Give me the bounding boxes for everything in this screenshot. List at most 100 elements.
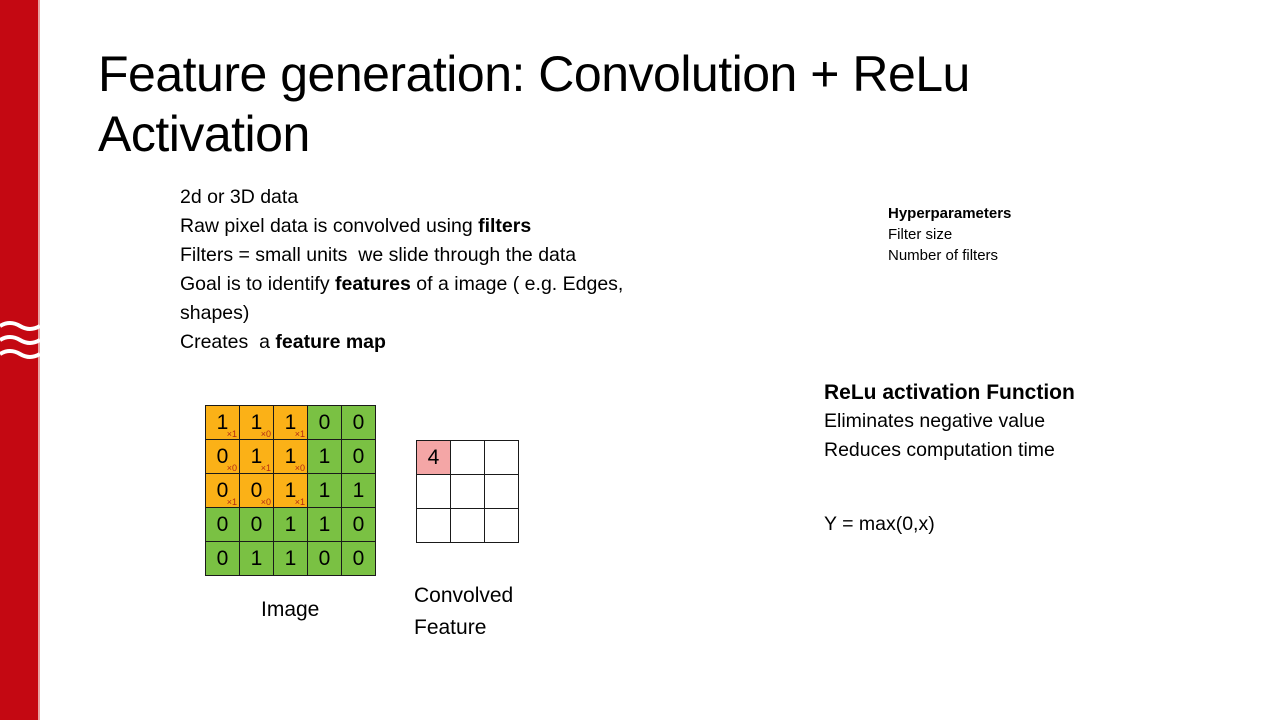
- cell-value: 1: [318, 512, 331, 536]
- hyperparameter-item: Filter size: [888, 226, 953, 243]
- image-cell: 0: [341, 507, 376, 542]
- convolved-cell: [484, 508, 519, 543]
- convolved-cell: [416, 508, 451, 543]
- image-cell: 1: [307, 439, 342, 474]
- hyperparameters-heading: Hyperparameters: [888, 205, 1012, 222]
- image-cell: 0×0: [205, 439, 240, 474]
- sidebar-edge: [38, 0, 40, 720]
- relu-box: ReLu activation Function Eliminates nega…: [824, 378, 1075, 539]
- convolved-label-line-1: Convolved: [414, 584, 514, 607]
- kernel-weight: ×0: [260, 429, 271, 439]
- kernel-weight: ×0: [294, 463, 305, 473]
- title-line-2: Activation: [98, 106, 310, 162]
- cell-value: 0: [352, 546, 365, 570]
- hyperparameter-item: Number of filters: [888, 247, 999, 264]
- cell-value: 1: [284, 546, 297, 570]
- image-cell: 0: [239, 507, 274, 542]
- convolved-feature-label: Convolved Feature: [414, 580, 513, 644]
- image-label: Image: [261, 598, 320, 621]
- image-cell: 1×0: [273, 439, 308, 474]
- cell-value: 0: [318, 546, 331, 570]
- convolved-cell: [484, 474, 519, 509]
- kernel-weight: ×0: [226, 463, 237, 473]
- slide-title: Feature generation: Convolution + ReLu A…: [98, 44, 1198, 164]
- relu-heading: ReLu activation Function: [824, 381, 1075, 404]
- bullet-item: 2d or 3D data: [180, 183, 700, 212]
- bullet-text: of a image ( e.g. Edges,: [410, 273, 624, 295]
- cell-value: 1: [250, 444, 263, 468]
- cell-value: 1: [250, 410, 263, 434]
- image-cell: 0: [307, 405, 342, 440]
- image-cell: 1: [239, 541, 274, 576]
- bullet-item: Goal is to identify features of a image …: [180, 270, 700, 299]
- convolved-cell: [484, 440, 519, 475]
- cell-value: 0: [352, 444, 365, 468]
- bullet-text: shapes): [180, 302, 250, 324]
- cell-value: 1: [284, 512, 297, 536]
- cell-value: 0: [250, 512, 263, 536]
- cell-value: 0: [250, 478, 263, 502]
- bullet-item: Filters = small units we slide through t…: [180, 241, 700, 270]
- bullet-text: Filters = small units we slide through t…: [180, 244, 577, 266]
- cell-value: 1: [284, 444, 297, 468]
- bullet-item: Raw pixel data is convolved using filter…: [180, 212, 700, 241]
- cell-value: 0: [216, 478, 229, 502]
- image-cell: 1×1: [239, 439, 274, 474]
- kernel-weight: ×1: [260, 463, 271, 473]
- image-cell: 0: [341, 405, 376, 440]
- bullet-emphasis: feature map: [275, 331, 386, 353]
- convolved-cell: [416, 474, 451, 509]
- cell-value: 0: [216, 546, 229, 570]
- bullet-text: 2d or 3D data: [180, 186, 299, 208]
- convolved-label-line-2: Feature: [414, 616, 487, 639]
- title-line-1: Feature generation: Convolution + ReLu: [98, 46, 970, 102]
- convolved-feature-grid: 4: [416, 440, 519, 543]
- cell-value: 1: [352, 478, 365, 502]
- image-cell: 1: [273, 541, 308, 576]
- bullet-text: Goal is to identify: [180, 273, 335, 295]
- image-cell: 0×0: [239, 473, 274, 508]
- kernel-weight: ×1: [294, 429, 305, 439]
- image-cell: 0: [341, 541, 376, 576]
- convolved-cell: [450, 508, 485, 543]
- image-cell: 0: [205, 507, 240, 542]
- bullet-text: Raw pixel data is convolved using: [180, 215, 479, 237]
- image-cell: 1: [273, 507, 308, 542]
- image-cell: 1: [307, 473, 342, 508]
- image-cell: 0: [341, 439, 376, 474]
- cell-value: 1: [216, 410, 229, 434]
- kernel-weight: ×1: [294, 497, 305, 507]
- cell-value: 1: [318, 478, 331, 502]
- kernel-weight: ×1: [226, 497, 237, 507]
- cell-value: 0: [318, 410, 331, 434]
- image-cell: 0×1: [205, 473, 240, 508]
- hyperparameters-box: Hyperparameters Filter size Number of fi…: [888, 203, 1011, 266]
- bullet-text: Creates a: [180, 331, 276, 353]
- cell-value: 0: [216, 444, 229, 468]
- relu-formula: Y = max(0,x): [824, 513, 935, 535]
- image-cell: 0: [205, 541, 240, 576]
- image-cell: 1×1: [205, 405, 240, 440]
- kernel-weight: ×1: [226, 429, 237, 439]
- convolved-cell: [450, 474, 485, 509]
- convolved-cell: [450, 440, 485, 475]
- image-cell: 0: [307, 541, 342, 576]
- bullet-item: shapes): [180, 299, 700, 328]
- cell-value: 0: [352, 512, 365, 536]
- image-cell: 1×0: [239, 405, 274, 440]
- image-cell: 1×1: [273, 473, 308, 508]
- relu-item: Eliminates negative value: [824, 410, 1046, 432]
- wave-logo-icon: [0, 321, 40, 359]
- convolved-cell: 4: [416, 440, 451, 475]
- relu-item: Reduces computation time: [824, 439, 1055, 461]
- image-cell: 1×1: [273, 405, 308, 440]
- cell-value: 1: [318, 444, 331, 468]
- bullet-emphasis: features: [335, 273, 411, 295]
- cell-value: 1: [284, 478, 297, 502]
- cell-value: 0: [216, 512, 229, 536]
- brand-sidebar: [0, 0, 38, 720]
- kernel-weight: ×0: [260, 497, 271, 507]
- bullet-item: Creates a feature map: [180, 328, 700, 357]
